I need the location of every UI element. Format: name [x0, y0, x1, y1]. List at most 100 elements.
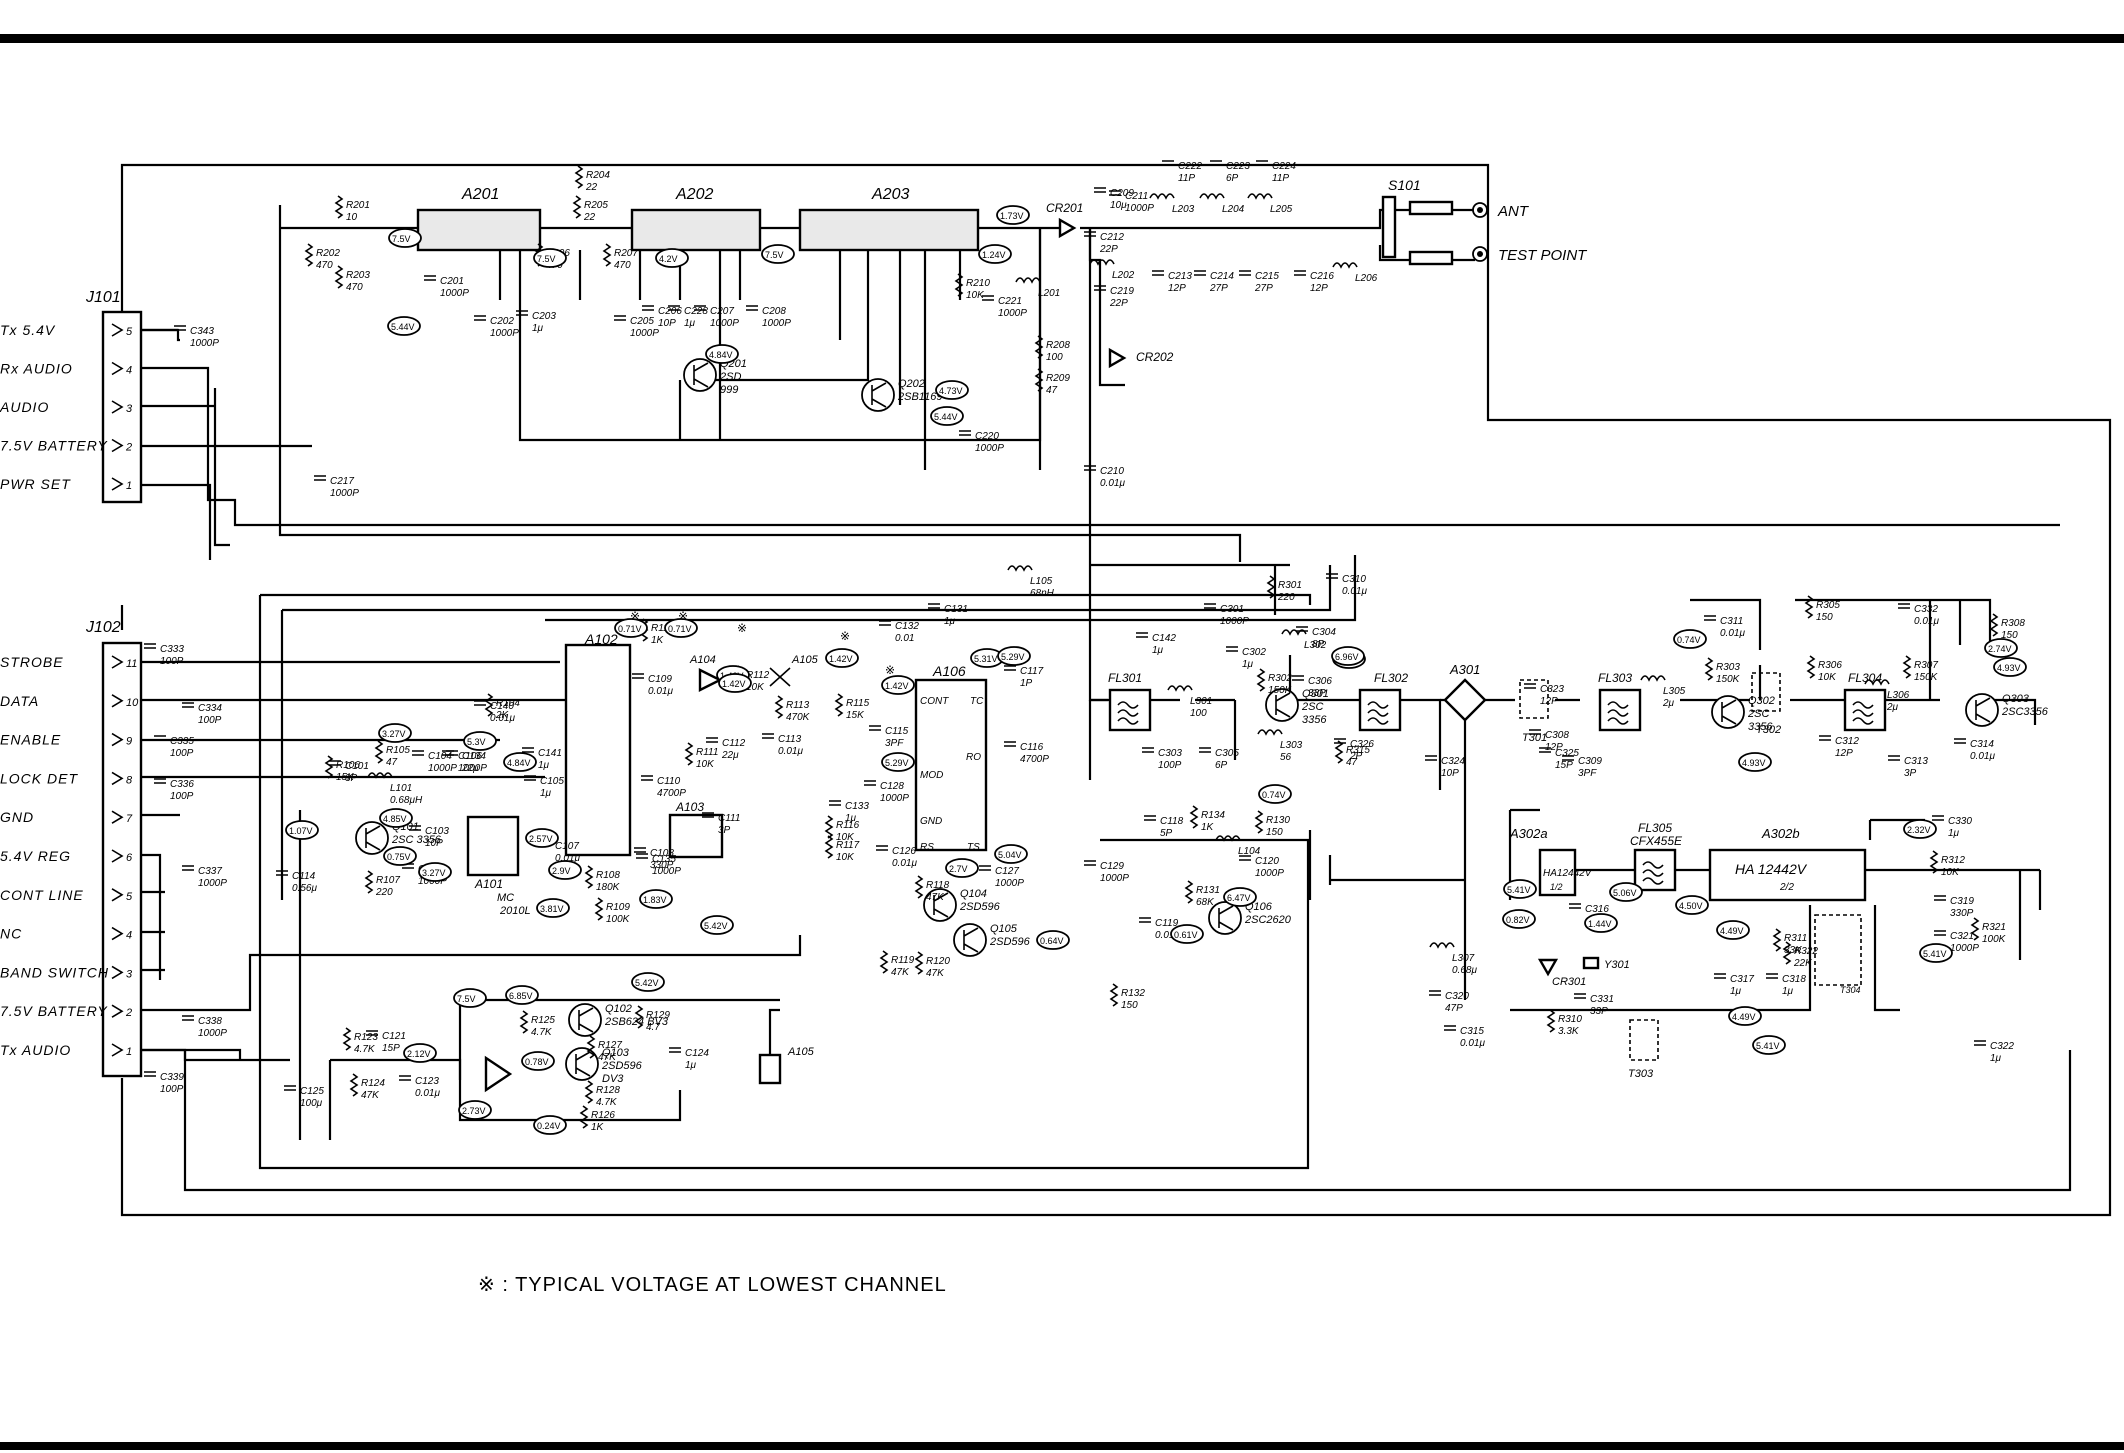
resistor-ref: R208 — [1046, 340, 1070, 351]
capacitor-value: 1000P — [995, 878, 1024, 889]
resistor-value: 10K — [746, 682, 765, 693]
module-a102-label: A102 — [584, 631, 618, 647]
capacitor-value: 0.01μ — [892, 858, 917, 869]
capacitor-icon — [829, 800, 841, 806]
resistor-value: 150 — [1266, 827, 1283, 838]
voltage-marker: 2.12V — [403, 1043, 437, 1063]
resistor-icon — [954, 273, 964, 297]
inductor-icon — [1199, 193, 1225, 200]
capacitor-icon — [632, 673, 644, 679]
resistor-value: 10K — [1941, 867, 1960, 878]
capacitor-ref: C320 — [1445, 991, 1469, 1002]
voltage-marker: 5.29V — [881, 752, 915, 772]
inductor-icon — [1149, 193, 1175, 200]
voltage-oval — [1993, 657, 2027, 677]
voltage-marker: 4.49V — [1728, 1006, 1762, 1026]
voltage-marker: 3.81V — [536, 898, 570, 918]
voltage-oval — [1331, 646, 1365, 666]
voltage-value: 7.5V — [765, 250, 784, 260]
inductor-icon — [1167, 685, 1193, 692]
capacitor-ref: C323 — [1540, 684, 1564, 695]
module-a106-pin-ro: RO — [966, 752, 981, 763]
inductor-ref: L205 — [1270, 204, 1293, 215]
pin-number: 3 — [126, 968, 133, 980]
resistor-ref: R322 — [1794, 946, 1818, 957]
resistor-value: 2K — [495, 710, 510, 721]
capacitor-icon — [314, 475, 326, 481]
capacitor-ref: C108 — [650, 848, 674, 859]
voltage-oval — [525, 828, 559, 848]
transistor-icon — [861, 378, 895, 412]
capacitor-value: 10P — [1441, 768, 1459, 779]
filter-fl305-label: FL305 — [1638, 821, 1672, 835]
voltage-marker: 4.49V — [1716, 920, 1750, 940]
pin-number: 2 — [125, 1007, 132, 1019]
resistor-ref: R111 — [696, 747, 718, 758]
filter-fl301: FL301 — [1108, 671, 1152, 732]
j102-ref: J102 — [85, 619, 121, 636]
transistor-icon — [1208, 901, 1242, 935]
resistor-ref: R303 — [1716, 662, 1740, 673]
module-a101-label: A101 — [474, 877, 503, 891]
test-point-jack-pin — [1477, 251, 1483, 257]
filter-fl303-label: FL303 — [1598, 671, 1632, 685]
voltage-oval — [930, 406, 964, 426]
transistor-leads — [871, 382, 887, 408]
transformer-t302: T302 — [1751, 672, 1781, 736]
capacitor-icon — [1932, 815, 1944, 821]
voltage-oval — [1223, 887, 1257, 907]
transistor-icon — [923, 888, 957, 922]
capacitor-ref: C113 — [778, 734, 802, 745]
capacitor-icon — [1296, 626, 1308, 632]
capacitor-ref: C214 — [1210, 271, 1234, 282]
module-a101-body — [466, 815, 520, 877]
module-a102: A102 — [564, 631, 632, 857]
voltage-value: 2.32V — [1907, 825, 1931, 835]
resistor-icon — [1334, 740, 1344, 764]
capacitor-icon — [1524, 683, 1536, 689]
voltage-value: 4.93V — [1742, 758, 1766, 768]
voltage-oval — [1903, 819, 1937, 839]
resistor-icon — [594, 897, 604, 921]
voltage-marker: 3.27V — [378, 723, 412, 743]
capacitor-ref: C121 — [382, 1031, 406, 1042]
voltage-oval — [1584, 913, 1618, 933]
pin-number: 4 — [126, 365, 132, 377]
pin-label: GND — [0, 809, 34, 825]
resistor-value: 47 — [386, 757, 398, 768]
capacitor-value: 3PF — [1578, 768, 1597, 779]
filter-fl305: FL305 CFX455E — [1630, 821, 1683, 892]
capacitor-icon — [1204, 603, 1216, 609]
transistor-icon — [1265, 688, 1299, 722]
voltage-oval — [1738, 752, 1772, 772]
capacitor-ref: C134 — [462, 751, 486, 762]
capacitor-ref: C217 — [330, 476, 354, 487]
capacitor-value: 0.01μ — [1460, 1038, 1485, 1049]
capacitor-value: 33P — [1590, 1006, 1608, 1017]
transformer-t304-box — [1814, 914, 1862, 986]
capacitor-icon — [1094, 285, 1106, 291]
transistor-ref: Q302 — [1748, 695, 1775, 707]
capacitor-value: 11P — [1272, 173, 1289, 184]
voltage-marker: 2.7V — [945, 858, 979, 878]
capacitor-value: 1000P — [998, 308, 1027, 319]
capacitor-icon — [182, 1015, 194, 1021]
resistor-value: 10 — [346, 212, 358, 223]
capacitor-value: 3P — [718, 825, 731, 836]
capacitor-icon — [959, 430, 971, 436]
capacitor-value: 1000P — [975, 443, 1004, 454]
voltage-marker: 5.44V — [387, 316, 421, 336]
inductor-value: 68nH — [1030, 588, 1055, 599]
